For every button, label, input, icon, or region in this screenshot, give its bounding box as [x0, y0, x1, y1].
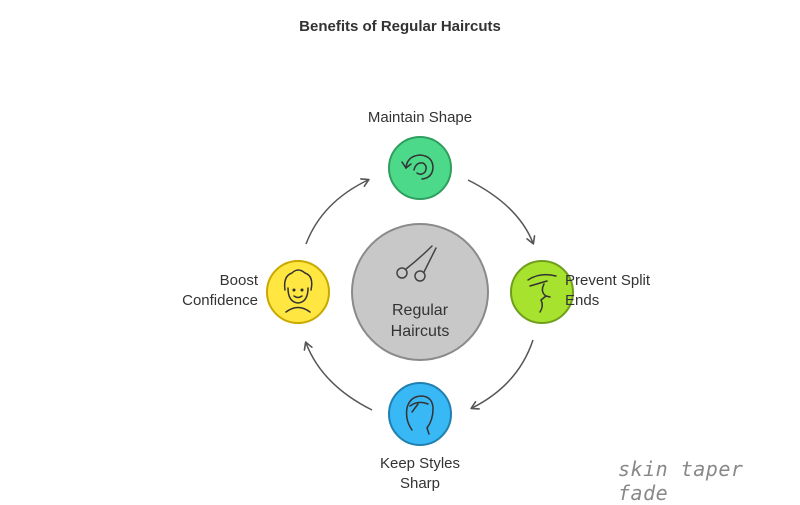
node-keep-styles-sharp: [388, 382, 452, 446]
head-hair-icon: [405, 395, 434, 435]
label-bottom-line1: Keep Styles: [379, 455, 461, 472]
arrow-bottom-to-left: [303, 341, 373, 411]
node-boost-confidence: [266, 260, 330, 324]
hair-swirl-icon: [401, 154, 434, 180]
label-right-line1: Prevent Split: [565, 272, 651, 289]
smiling-person-icon: [283, 269, 313, 313]
arrow-right-to-bottom: [470, 339, 534, 410]
arrow-left-to-top: [305, 178, 370, 245]
face-profile-icon: [527, 273, 557, 313]
center-label-line2: Haircuts: [390, 323, 450, 340]
label-left-line1: Boost: [219, 272, 258, 289]
label-boost-confidence: Boost Confidence: [130, 271, 258, 311]
center-label: Regular Haircuts: [360, 300, 480, 342]
watermark-text: skin taper fade: [618, 457, 744, 505]
label-top-line1: Maintain Shape: [367, 109, 473, 126]
label-right-line2: Ends: [565, 292, 600, 309]
node-maintain-shape: [388, 136, 452, 200]
diagram-title: Benefits of Regular Haircuts: [299, 18, 501, 35]
center-circle: [351, 223, 489, 361]
scissors-icon: [396, 245, 437, 282]
label-prevent-split-ends: Prevent Split Ends: [565, 271, 715, 311]
label-maintain-shape: Maintain Shape: [320, 108, 520, 128]
label-bottom-line2: Sharp: [399, 475, 441, 492]
label-left-line2: Confidence: [182, 292, 258, 309]
arrow-top-to-right: [467, 179, 536, 245]
center-label-line1: Regular: [391, 302, 449, 319]
label-keep-styles-sharp: Keep Styles Sharp: [330, 454, 510, 494]
